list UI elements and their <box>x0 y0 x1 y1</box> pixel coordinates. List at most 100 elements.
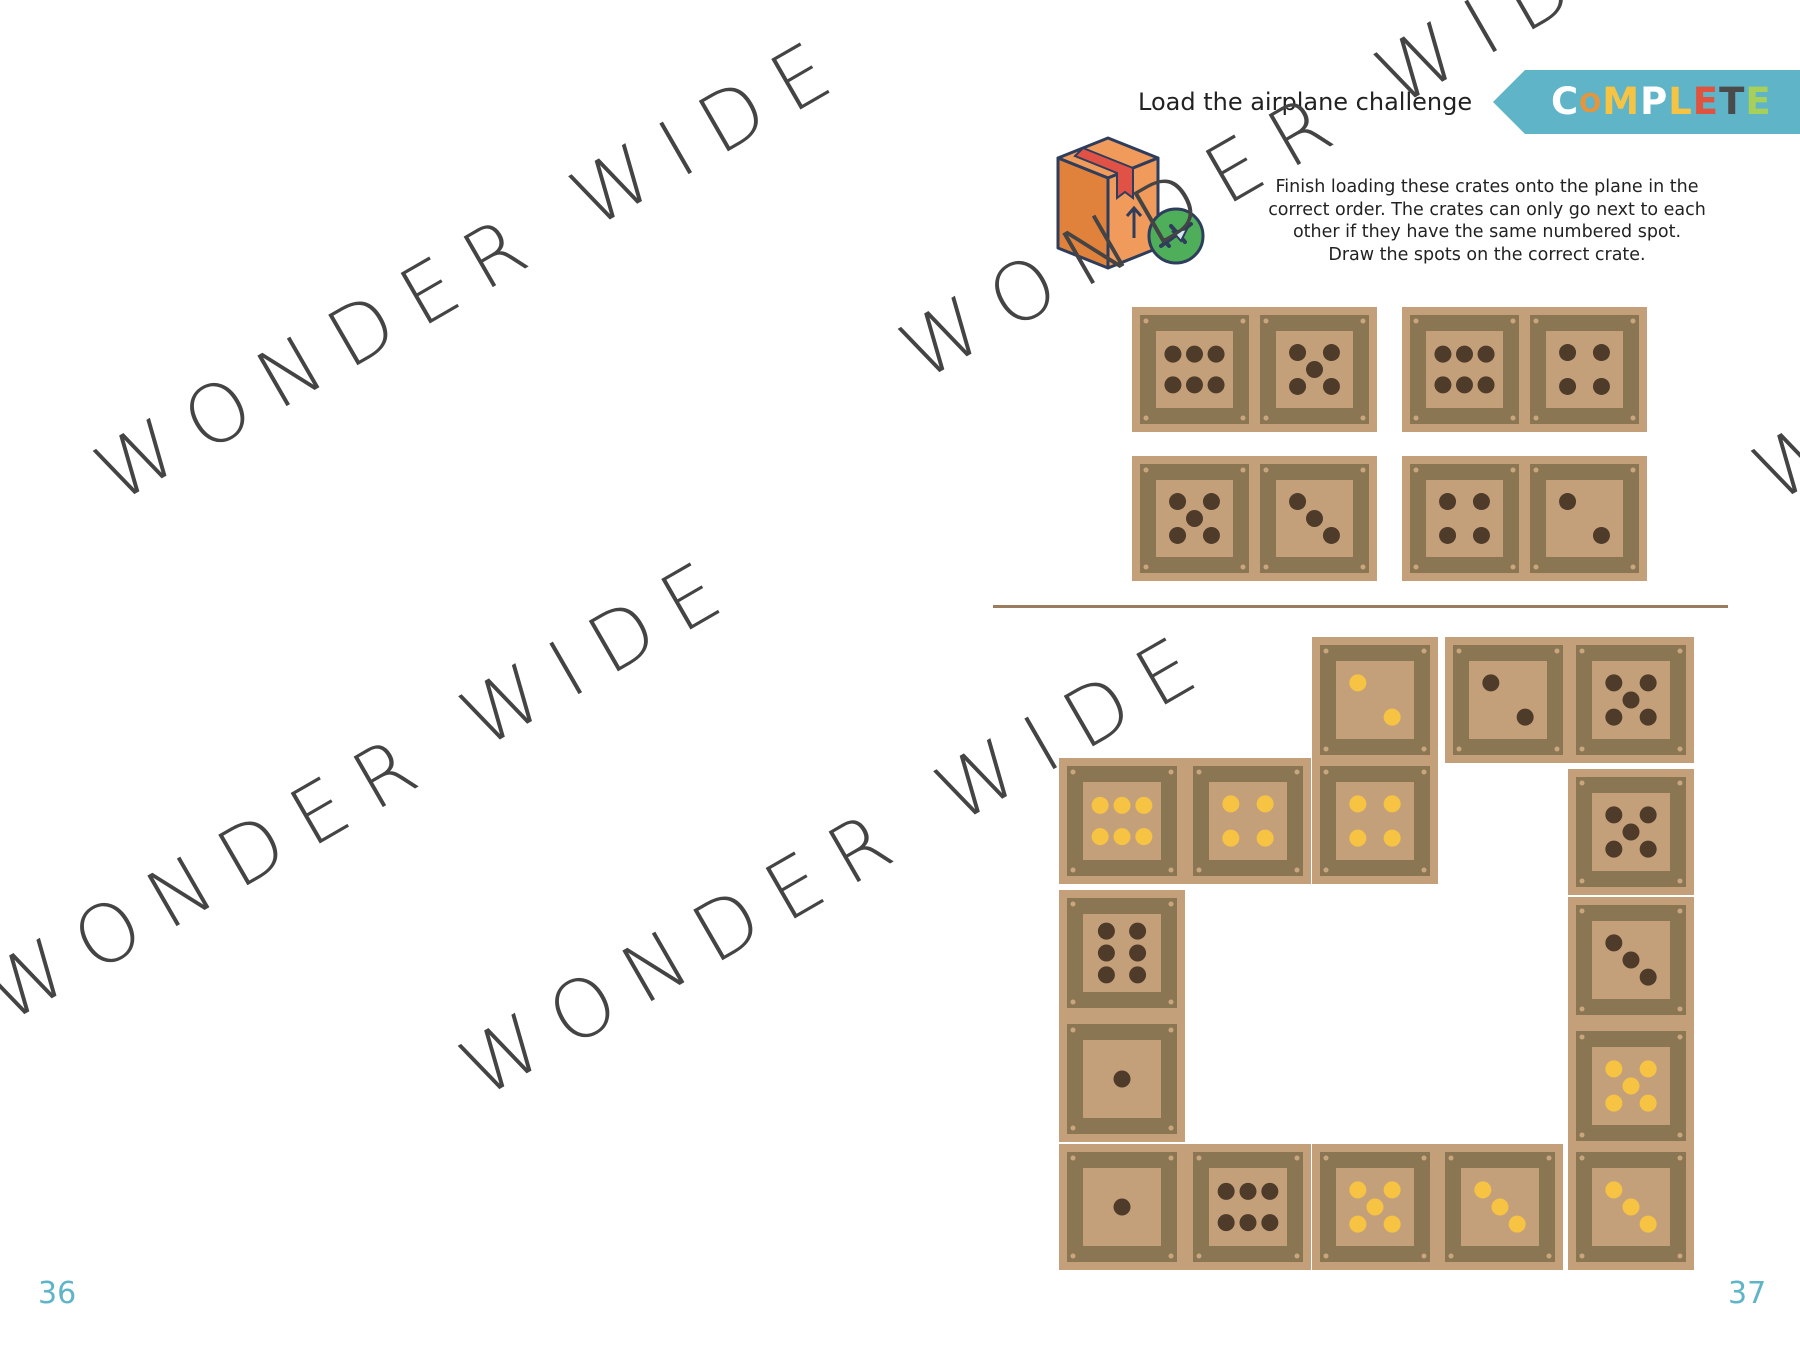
crate-spot <box>1605 806 1623 824</box>
loaded-crate <box>1445 637 1571 763</box>
crate-spot <box>1091 796 1109 814</box>
crate-pair-left <box>1402 307 1527 432</box>
crate-spot <box>1559 493 1577 511</box>
crate-spot <box>1434 376 1452 394</box>
loaded-crate <box>1185 758 1311 884</box>
crate-spot <box>1129 922 1147 940</box>
crate-spot <box>1383 708 1401 726</box>
crate-pair-right <box>1522 456 1647 581</box>
crate-spot <box>1113 1198 1131 1216</box>
crate-spot <box>1349 1181 1367 1199</box>
crate-spot <box>1474 1181 1492 1199</box>
crate-spot <box>1322 377 1340 395</box>
section-divider <box>993 605 1728 608</box>
crate-spot <box>1472 493 1490 511</box>
crate-spot <box>1456 376 1473 394</box>
crate-spot <box>1222 795 1240 813</box>
crate-spot <box>1639 806 1657 824</box>
loaded-crate <box>1059 1144 1185 1270</box>
crate-spot <box>1186 510 1203 527</box>
crate-spot <box>1306 510 1323 527</box>
complete-badge: COMPLETE <box>1493 70 1800 134</box>
crate-spot <box>1207 345 1225 363</box>
crate-spot <box>1605 1060 1623 1078</box>
loaded-crate <box>1059 1016 1185 1142</box>
crate-spot <box>1289 493 1307 511</box>
crate-spot <box>1256 795 1274 813</box>
activity-title: Load the airplane challenge <box>1138 88 1473 116</box>
crate-spot <box>1592 344 1610 362</box>
crate-spot <box>1186 376 1203 394</box>
crate-spot <box>1592 526 1610 544</box>
crate-spot <box>1622 691 1640 709</box>
crate-spot <box>1164 345 1182 363</box>
crate-spot <box>1366 1198 1384 1216</box>
crate-spot <box>1169 526 1187 544</box>
crate-spot <box>1639 968 1657 986</box>
crate-spot <box>1322 344 1340 362</box>
crate-spot <box>1217 1214 1235 1232</box>
loaded-crate <box>1568 1023 1694 1149</box>
badge-letter: C <box>1551 80 1580 123</box>
crate-spot <box>1164 376 1182 394</box>
badge-letter: E <box>1745 80 1772 123</box>
crate-spot <box>1322 526 1340 544</box>
loaded-crate <box>1312 758 1438 884</box>
crate-spot <box>1491 1198 1509 1216</box>
crate-spot <box>1482 674 1500 692</box>
crate-spot <box>1516 708 1534 726</box>
crate-spot <box>1605 840 1623 858</box>
crate-spot <box>1113 1070 1131 1088</box>
crate-spot <box>1169 493 1187 511</box>
crate-spot <box>1207 376 1225 394</box>
watermark: WONDER WIDE <box>0 534 755 1041</box>
crate-spot <box>1439 493 1457 511</box>
crate-spot <box>1349 674 1367 692</box>
crate-spot <box>1113 796 1131 814</box>
crate-spot <box>1256 829 1274 847</box>
crate-spot <box>1202 526 1220 544</box>
instructions-text: Finish loading these crates onto the pla… <box>1262 176 1712 266</box>
loaded-crate <box>1568 897 1694 1023</box>
crate-spot <box>1097 944 1115 962</box>
badge-letter: O <box>1579 89 1603 119</box>
badge-background <box>1493 70 1800 134</box>
crate-spot <box>1622 1077 1640 1095</box>
crate-spot <box>1622 1198 1640 1216</box>
crate-spot <box>1383 1215 1401 1233</box>
badge-letter: M <box>1602 80 1641 123</box>
complete-word: COMPLETE <box>1551 82 1772 122</box>
crate-spot <box>1605 708 1623 726</box>
crate-spot <box>1261 1182 1279 1200</box>
crate-spot <box>1592 377 1610 395</box>
loaded-crate <box>1312 637 1438 763</box>
crate-spot <box>1091 828 1109 846</box>
crate-spot <box>1306 361 1323 378</box>
crate-spot <box>1186 345 1203 363</box>
crate-spot <box>1349 795 1367 813</box>
badge-letter: T <box>1719 80 1746 123</box>
badge-letter: E <box>1692 80 1720 123</box>
crate-spot <box>1639 840 1657 858</box>
crate-spot <box>1239 1214 1257 1232</box>
crate-spot <box>1129 944 1147 962</box>
crate-spot <box>1349 829 1367 847</box>
crate-spot <box>1097 966 1115 984</box>
crate-spot <box>1477 376 1495 394</box>
loaded-crate <box>1568 769 1694 895</box>
badge-letter: P <box>1640 80 1669 123</box>
crate-spot <box>1639 674 1657 692</box>
crate-spot <box>1559 377 1577 395</box>
crate-spot <box>1477 345 1495 363</box>
crate-spot <box>1605 674 1623 692</box>
loaded-crate <box>1059 890 1185 1016</box>
crate-spot <box>1383 829 1401 847</box>
crate-spot <box>1135 828 1153 846</box>
crate-spot <box>1605 1094 1623 1112</box>
instructions-line: Draw the spots on the correct crate. <box>1328 244 1646 265</box>
loaded-crate <box>1568 637 1694 763</box>
crate-spot <box>1113 828 1131 846</box>
badge-letter: L <box>1668 80 1693 123</box>
crate-spot <box>1605 1181 1623 1199</box>
crate-spot <box>1383 795 1401 813</box>
